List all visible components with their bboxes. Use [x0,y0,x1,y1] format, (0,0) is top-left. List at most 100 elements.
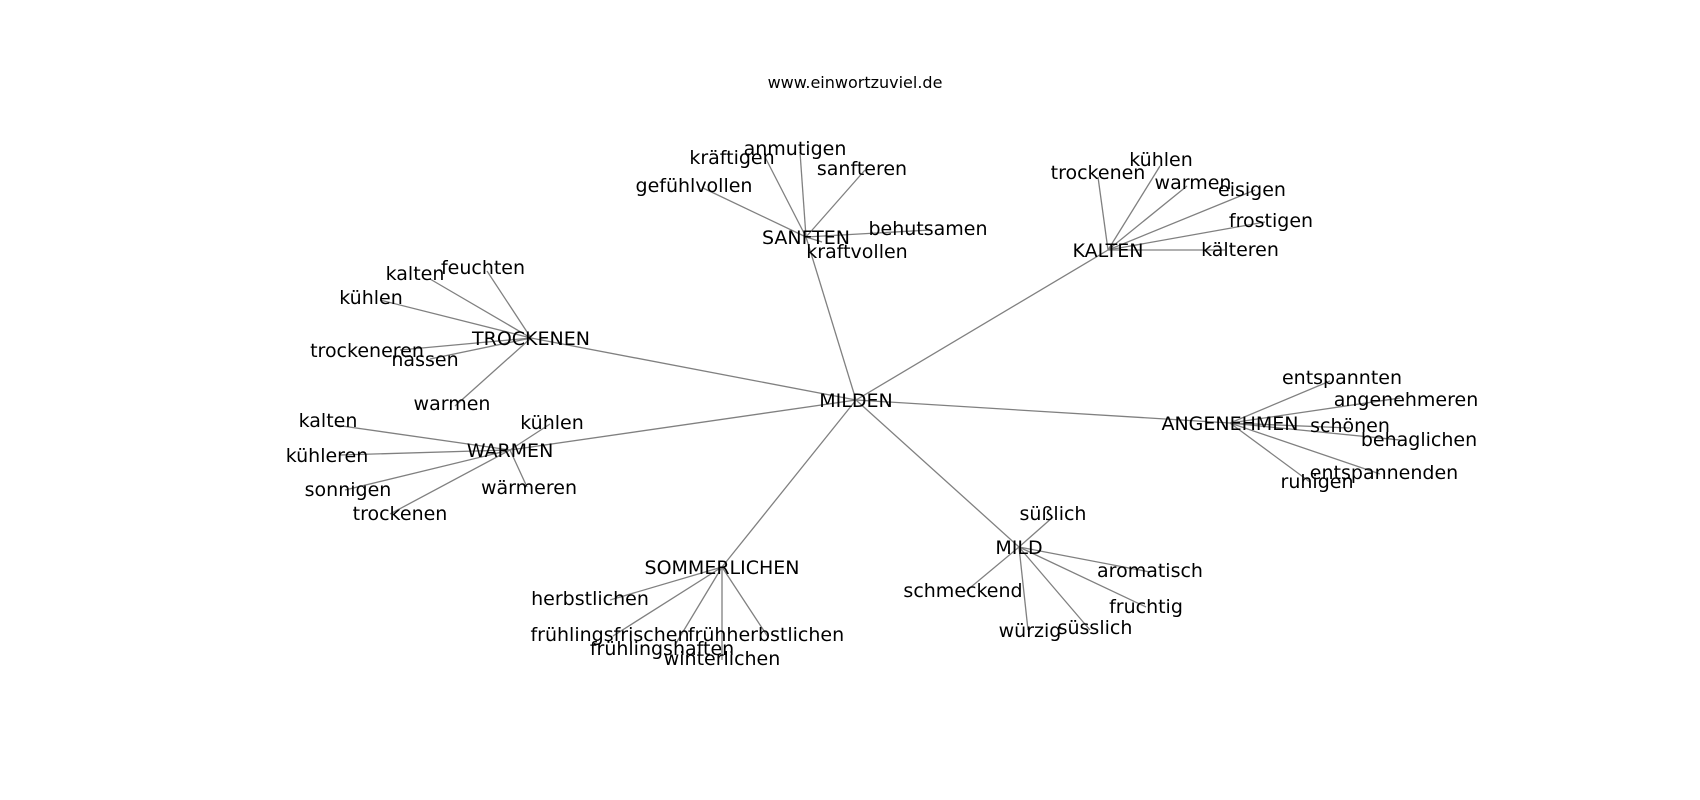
node-leaf: eisigen [1218,179,1286,201]
node-leaf: trockenen [353,503,448,525]
node-hub-mild: MILD [995,537,1042,559]
graph-edge [1018,546,1029,631]
graph-edge [399,337,532,351]
graph-edge [509,449,528,488]
node-leaf: frostigen [1229,210,1313,232]
graph-edge [1229,397,1401,424]
graph-edge [702,187,807,238]
graph-edge [1018,546,1147,608]
node-leaf: kühlen [520,412,584,434]
node-hub-trockenen: TROCKENEN [471,328,590,350]
node-leaf: kräftigen [689,147,774,169]
graph-edge [721,399,857,568]
site-url: www.einwortzuviel.de [768,73,943,92]
graph-edge [389,449,511,515]
node-leaf: frühlingshaften [590,638,734,660]
node-leaf: kalten [386,263,445,285]
node-leaf: kühlen [339,287,403,309]
graph-edge [805,229,931,238]
graph-edge [1018,546,1091,631]
node-hub-angenehmen: ANGENEHMEN [1161,413,1298,435]
graph-edge [964,546,1020,593]
graph-edge [486,270,532,339]
graph-edge [805,236,857,401]
node-leaf: kälteren [1201,239,1279,261]
node-leaf: gefühlvollen [636,175,753,197]
node-leaf: kühlen [1129,149,1193,171]
graph-edge [334,424,511,451]
node-leaf: ruhigen [1281,471,1354,493]
graph-edge [805,169,866,238]
node-leaf: schmeckend [903,580,1022,602]
node-leaf: fruchtig [1109,596,1183,618]
node-root: MILDEN [819,390,892,412]
graph-edge [1229,380,1331,424]
node-leaf: entspannenden [1310,462,1458,484]
node-leaf: behutsamen [868,218,987,240]
node-leaf: warmen [414,393,491,415]
node-leaf: entspannten [1282,367,1402,389]
node-leaf: würzig [999,620,1062,642]
node-leaf: süßlich [1020,503,1087,525]
node-leaf: kühleren [286,445,369,467]
node-leaf: sanfteren [817,158,907,180]
node-leaf: anmutigen [744,138,847,160]
graph-edge [1107,185,1188,251]
graph-edge [674,566,723,646]
graph-edge [379,299,532,339]
graph-edge [805,236,823,243]
node-leaf: trockeneren [310,340,424,362]
graph-edge [1107,189,1256,251]
graph-edge [1229,422,1351,429]
graph-edge [1229,422,1381,475]
graph-edge [1107,165,1161,251]
node-leaf: winterlichen [664,648,781,670]
node-leaf: wärmeren [481,477,577,499]
node-hub-sanften: SANFTEN [762,227,850,249]
graph-edge [429,278,532,339]
graph-edge [429,337,532,360]
node-leaf: herbstlichen [531,588,649,610]
graph-edge [530,337,857,401]
graph-edge [344,449,511,491]
node-leaf: nassen [391,349,458,371]
graph-edge [1229,422,1311,483]
graph-edge [799,151,807,238]
graph-edge [339,449,511,456]
graph-edge [855,399,1231,424]
node-leaf: sonnigen [305,479,392,501]
node-leaf: warmen [1155,172,1232,194]
node-leaf: feuchten [441,257,525,279]
graph-edge [1097,176,1109,251]
node-leaf: süsslich [1058,617,1133,639]
graph-edge [612,566,723,637]
graph-edge [855,399,1020,548]
node-leaf: trockenen [1051,162,1146,184]
node-leaf: angenehmeren [1334,389,1479,411]
graph-edge [1018,546,1151,573]
graph-edge [609,566,723,601]
graph-edge [1107,221,1266,251]
graph-edge [509,399,857,451]
graph-edge [454,337,532,407]
node-leaf: schönen [1310,415,1390,437]
node-leaf: frühlingsfrischen [530,624,689,646]
node-leaf: behaglichen [1361,429,1477,451]
graph-edge [855,249,1109,401]
node-hub-kalten: KALTEN [1073,240,1144,262]
node-hub-sommerlichen: SOMMERLICHEN [645,557,800,579]
edge-layer [334,151,1401,660]
node-hub-warmen: WARMEN [467,440,554,462]
graph-edge [509,423,551,451]
graph-edge [1018,516,1054,548]
node-leaf: kalten [299,410,358,432]
graph-edge [764,156,807,238]
node-leaf: frühherbstlichen [688,624,844,646]
node-leaf: aromatisch [1097,560,1203,582]
label-layer: www.einwortzuviel.de MILDEN SANFTEN KALT… [286,73,1479,670]
node-leaf: kraftvollen [806,241,907,263]
graph-edge [721,566,769,638]
graph-edge [1229,422,1401,441]
